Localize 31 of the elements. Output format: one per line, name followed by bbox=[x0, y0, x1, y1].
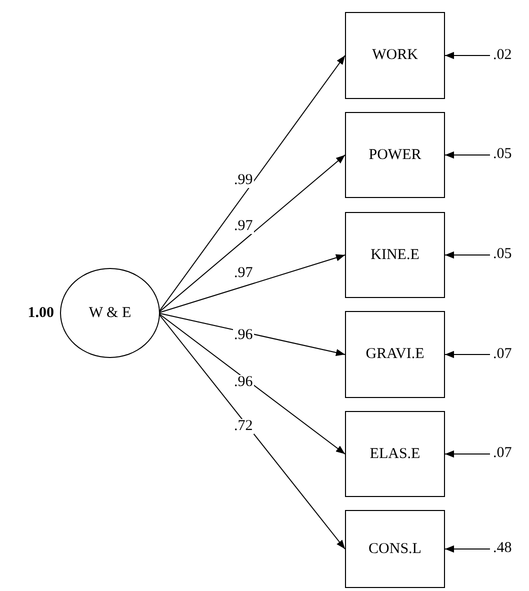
variable-label: POWER bbox=[368, 146, 422, 165]
observed-variable-box bbox=[345, 212, 445, 298]
arrow bbox=[444, 350, 490, 358]
arrow bbox=[158, 55, 346, 314]
variable-label: W & E bbox=[88, 304, 132, 323]
variable-label: ELAS.E bbox=[370, 444, 420, 464]
path-coefficient-label: .99 bbox=[233, 173, 254, 188]
variable-label: GRAVI.E bbox=[366, 345, 424, 364]
arrow bbox=[444, 151, 490, 159]
arrow bbox=[158, 154, 346, 314]
observed-variable-box bbox=[345, 12, 445, 99]
observed-variable-box bbox=[345, 311, 445, 398]
observed-variable-box bbox=[345, 411, 445, 497]
arrow bbox=[158, 312, 346, 454]
arrow bbox=[444, 450, 490, 458]
observed-variable-box bbox=[345, 510, 445, 588]
error-variance-label: .07 bbox=[492, 346, 513, 362]
variable-label: CONS.L bbox=[368, 540, 422, 559]
variable-label: WORK bbox=[372, 46, 418, 66]
path-coefficient-label: .97 bbox=[233, 219, 254, 234]
arrow bbox=[158, 312, 346, 356]
variance-label: 1.00 bbox=[28, 304, 54, 323]
path-coefficient-label: .72 bbox=[233, 418, 254, 434]
arrow bbox=[158, 312, 346, 550]
arrow bbox=[158, 254, 346, 314]
arrow bbox=[444, 545, 490, 553]
arrow bbox=[444, 251, 490, 259]
variable-label: KINE.E bbox=[370, 246, 420, 265]
arrow bbox=[444, 52, 490, 60]
error-variance-label: .02 bbox=[492, 48, 513, 62]
observed-variable-box bbox=[345, 112, 445, 198]
